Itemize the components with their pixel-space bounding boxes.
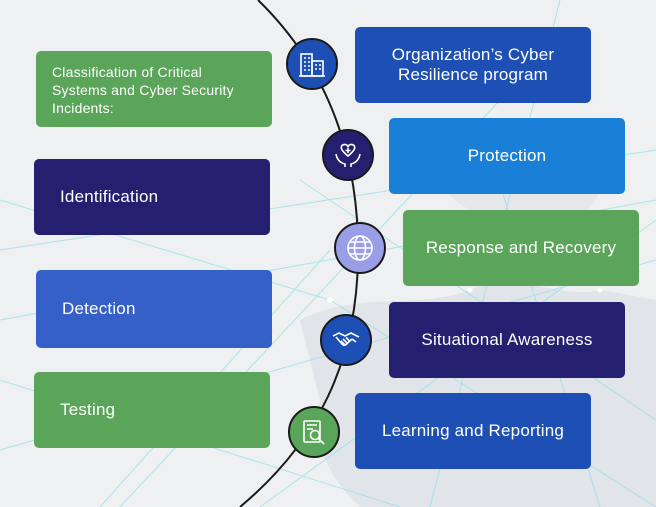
protection-box: Protection: [389, 118, 625, 194]
situational-awareness-label: Situational Awareness: [421, 330, 593, 349]
testing-box: Testing: [34, 372, 270, 448]
classification-box: Classification of Critical Systems and C…: [36, 51, 272, 127]
identification-label: Identification: [60, 187, 159, 206]
response-recovery-box: Response and Recovery: [403, 210, 639, 286]
testing-label: Testing: [60, 400, 116, 419]
buildings-icon: [286, 38, 338, 90]
protection-label: Protection: [467, 146, 547, 165]
response-recovery-label: Response and Recovery: [425, 238, 617, 257]
situational-awareness-box: Situational Awareness: [389, 302, 625, 378]
program-box: Organization’s Cyber Resilience program: [355, 27, 591, 103]
globe-icon: [334, 222, 386, 274]
program-label: Organization’s Cyber Resilience program: [391, 45, 555, 84]
classification-label: Classification of Critical Systems and C…: [52, 64, 234, 116]
detection-label: Detection: [62, 299, 136, 318]
detection-box: Detection: [36, 270, 272, 348]
learning-reporting-box: Learning and Reporting: [355, 393, 591, 469]
heart-hands-icon: [322, 129, 374, 181]
identification-box: Identification: [34, 159, 270, 235]
learning-reporting-label: Learning and Reporting: [381, 421, 565, 440]
magnifier-document-icon: [288, 406, 340, 458]
handshake-icon: [320, 314, 372, 366]
